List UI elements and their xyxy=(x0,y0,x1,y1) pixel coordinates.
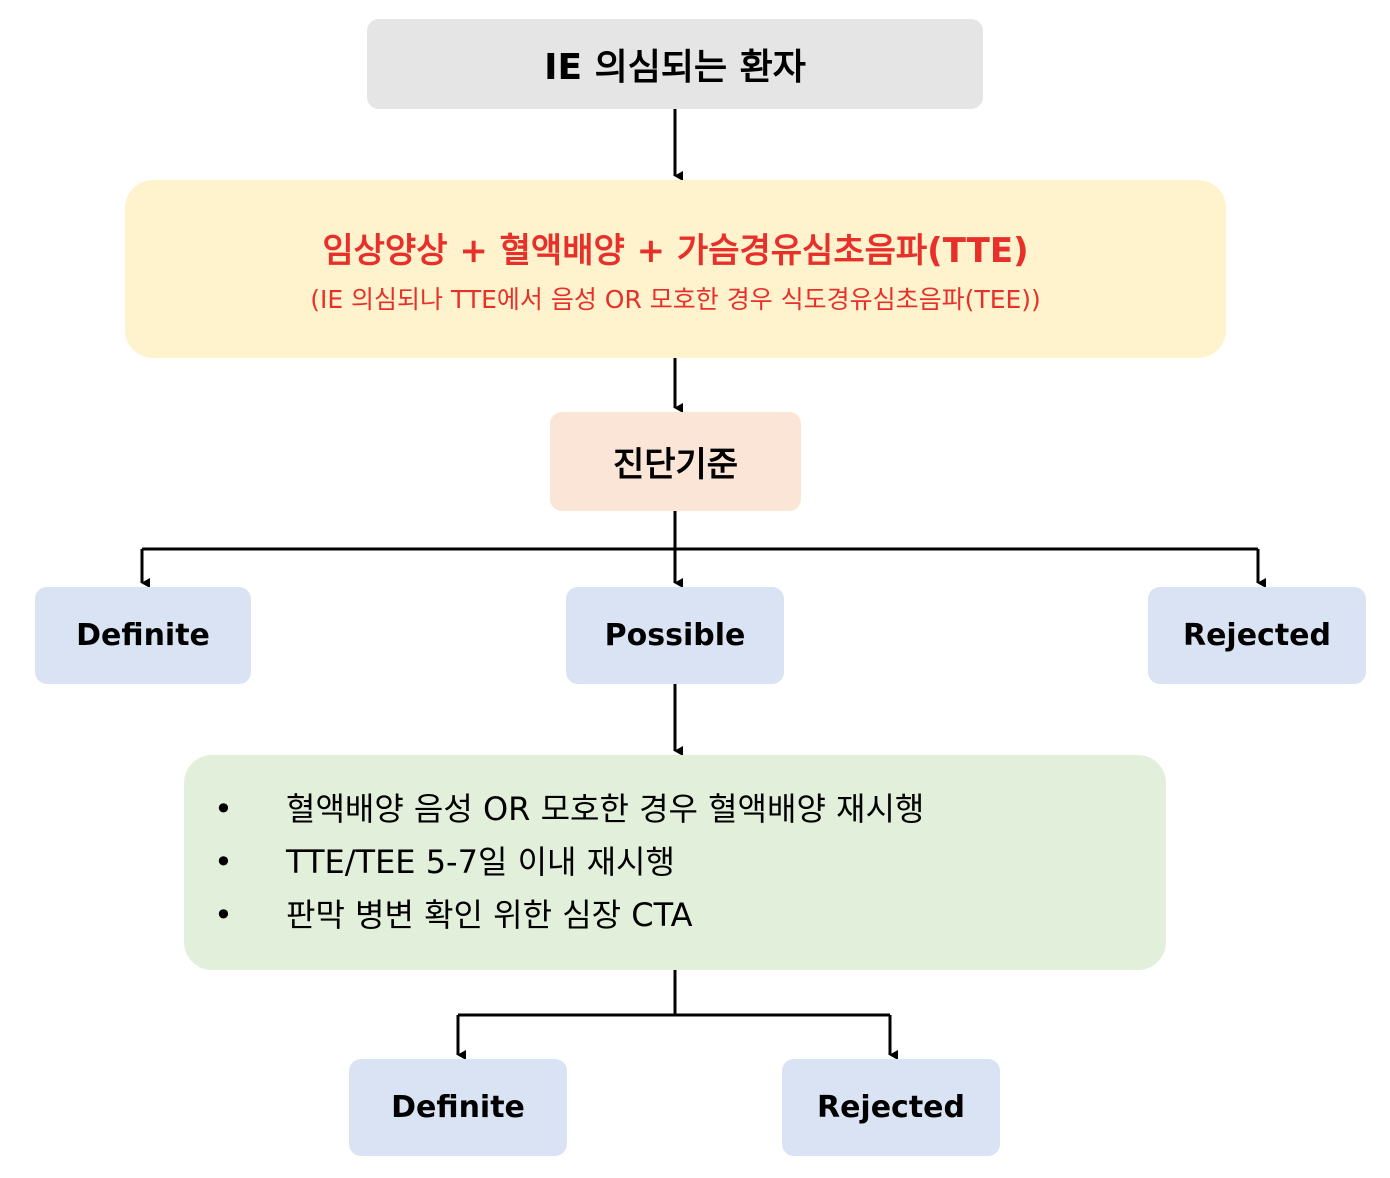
outcome-rejected-2-label: Rejected xyxy=(816,1090,966,1125)
initial-workup-main: 임상양상 + 혈액배양 + 가슴경유심초음파(TTE) xyxy=(322,230,1029,271)
outcome-definite-1-label: Definite xyxy=(76,618,210,653)
outcome-definite-2: Definite xyxy=(349,1059,567,1156)
outcome-rejected-1: Rejected xyxy=(1148,587,1366,684)
diagnostic-criteria-label: 진단기준 xyxy=(612,445,739,485)
bullet-icon: • xyxy=(214,790,233,828)
initial-workup-sub: (IE 의심되나 TTE에서 음성 OR 모호한 경우 식도경유심초음파(TEE… xyxy=(310,284,1041,314)
diagnostic-criteria-node: 진단기준 xyxy=(550,412,801,511)
outcome-possible-label: Possible xyxy=(604,618,746,653)
outcome-rejected-2: Rejected xyxy=(782,1059,1000,1156)
followup-list: • 혈액배양 음성 OR 모호한 경우 혈액배양 재시행 • TTE/TEE 5… xyxy=(184,783,924,942)
followup-item-text: 혈액배양 음성 OR 모호한 경우 혈액배양 재시행 xyxy=(286,790,925,828)
outcome-rejected-1-label: Rejected xyxy=(1182,618,1332,653)
outcome-possible: Possible xyxy=(566,587,784,684)
initial-workup-node: 임상양상 + 혈액배양 + 가슴경유심초음파(TTE) (IE 의심되나 TTE… xyxy=(125,180,1226,358)
bullet-icon: • xyxy=(214,843,233,881)
list-item: • TTE/TEE 5-7일 이내 재시행 xyxy=(214,836,924,889)
followup-item-text: 판막 병변 확인 위한 심장 CTA xyxy=(286,896,693,934)
list-item: • 혈액배양 음성 OR 모호한 경우 혈액배양 재시행 xyxy=(214,783,924,836)
start-label: IE 의심되는 환자 xyxy=(544,47,806,88)
bullet-icon: • xyxy=(214,896,233,934)
followup-node: • 혈액배양 음성 OR 모호한 경우 혈액배양 재시행 • TTE/TEE 5… xyxy=(184,755,1166,970)
start-node: IE 의심되는 환자 xyxy=(367,19,983,109)
followup-item-text: TTE/TEE 5-7일 이내 재시행 xyxy=(286,843,675,881)
outcome-definite-1: Definite xyxy=(35,587,251,684)
list-item: • 판막 병변 확인 위한 심장 CTA xyxy=(214,889,924,942)
outcome-definite-2-label: Definite xyxy=(391,1090,525,1125)
